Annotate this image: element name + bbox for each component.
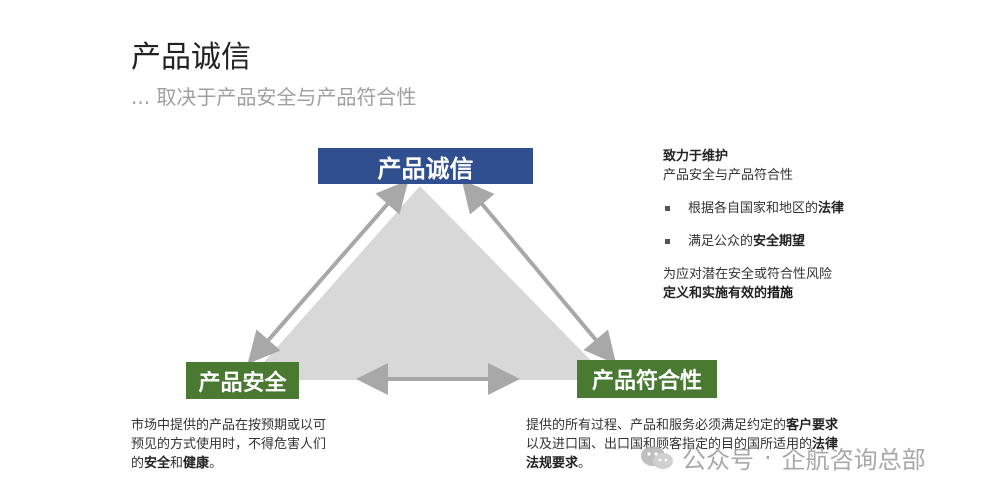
arrow-top-right xyxy=(461,179,617,365)
panel-heading-line2: 产品安全与产品符合性 xyxy=(663,168,794,183)
watermark-left: 公众号 xyxy=(682,446,754,474)
page-title: 产品诚信 xyxy=(131,40,251,75)
panel-footer-bolder: 措施 xyxy=(767,286,794,301)
arrow-top-left xyxy=(247,179,409,365)
panel-footer-line1: 为应对潜在安全或符合性风险 xyxy=(663,267,833,282)
watermark-right: 企航咨询总部 xyxy=(781,446,926,474)
panel-heading: 致力于维护 xyxy=(663,149,729,164)
watermark: 公众号 · 企航咨询总部 xyxy=(640,440,926,475)
safety-description: 市场中提供的产品在按预期或以可 预见的方式使用时，不得危害人们 的安全和健康。 xyxy=(131,418,327,471)
bullet-item-law: 根据各自国家和地区的法律 xyxy=(665,199,953,218)
safety-box: 产品安全 xyxy=(186,362,299,399)
conformity-box: 产品符合性 xyxy=(577,360,717,398)
conformity-description: 提供的所有过程、产品和服务必须满足约定的客户要求 以及进口国、出口国和顾客指定的… xyxy=(526,418,839,471)
integrity-box: 产品诚信 xyxy=(318,148,533,184)
page-subtitle: ... 取决于产品安全与产品符合性 xyxy=(131,85,417,109)
bullet-item-safety: 满足公众的安全期望 xyxy=(665,232,953,251)
wechat-icon xyxy=(641,445,673,469)
right-panel: 致力于维护 产品安全与产品符合性 根据各自国家和地区的法律 满足公众的安全期望 … xyxy=(663,147,953,303)
panel-footer-bold: 定义和实施有效的 xyxy=(663,286,768,301)
square-bullet-icon xyxy=(665,206,670,211)
watermark-separator: · xyxy=(764,443,772,472)
square-bullet-icon xyxy=(665,239,670,244)
triangle-shape xyxy=(248,186,610,380)
